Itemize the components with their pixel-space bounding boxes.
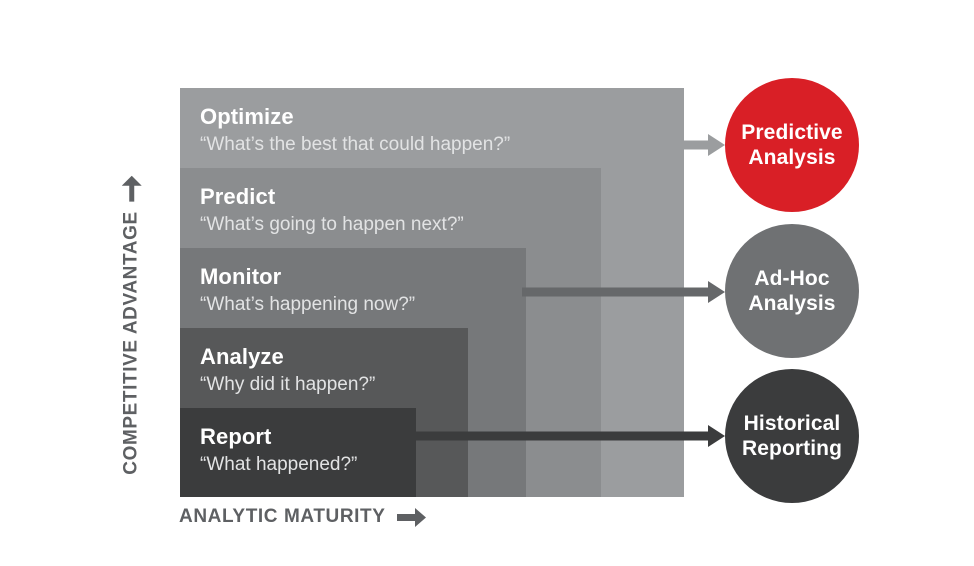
tier-optimize-quote: “What’s the best that could happen?”: [200, 134, 511, 155]
arrow-up-icon: [122, 175, 143, 202]
tier-optimize-title: Optimize: [200, 104, 294, 129]
bubble-historical-reporting-label: Historical Reporting: [741, 412, 843, 460]
x-axis-label: ANALYTIC MATURITY: [179, 506, 386, 527]
tier-analyze-quote: “Why did it happen?”: [200, 374, 376, 395]
tier-analyze-title: Analyze: [200, 344, 284, 369]
tier-report[interactable]: Report “What happened?”: [180, 408, 416, 497]
tier-analyze-text: Analyze “Why did it happen?”: [200, 344, 375, 397]
bubble-predictive-analysis[interactable]: Predictive Analysis: [725, 78, 859, 212]
tier-report-text: Report “What happened?”: [200, 424, 357, 477]
tier-predict-text: Predict “What’s going to happen next?”: [200, 184, 464, 237]
tier-monitor-title: Monitor: [200, 264, 282, 289]
connector-report-to-historical: [412, 423, 725, 449]
tier-monitor-text: Monitor “What’s happening now?”: [200, 264, 415, 317]
analytic-maturity-axis: ANALYTIC MATURITY: [179, 506, 426, 528]
tier-predict-title: Predict: [200, 184, 276, 209]
tier-monitor-quote: “What’s happening now?”: [200, 294, 416, 315]
bubble-ad-hoc-analysis-label: Ad-Hoc Analysis: [748, 267, 836, 315]
bubble-historical-reporting[interactable]: Historical Reporting: [725, 369, 859, 503]
tier-optimize-text: Optimize “What’s the best that could happ…: [200, 104, 510, 157]
connector-monitor-to-adhoc: [522, 279, 725, 305]
bubble-ad-hoc-analysis[interactable]: Ad-Hoc Analysis: [725, 224, 859, 358]
arrow-right-icon: [396, 507, 426, 527]
tier-predict-quote: “What’s going to happen next?”: [200, 214, 464, 235]
tier-report-title: Report: [200, 424, 272, 449]
tier-report-quote: “What happened?”: [200, 454, 358, 475]
y-axis-label: COMPETITIVE ADVANTAGE: [121, 211, 143, 475]
competitive-advantage-axis: COMPETITIVE ADVANTAGE: [112, 150, 152, 500]
connector-optimize-to-predictive: [680, 132, 725, 158]
bubble-predictive-analysis-label: Predictive Analysis: [741, 121, 843, 169]
